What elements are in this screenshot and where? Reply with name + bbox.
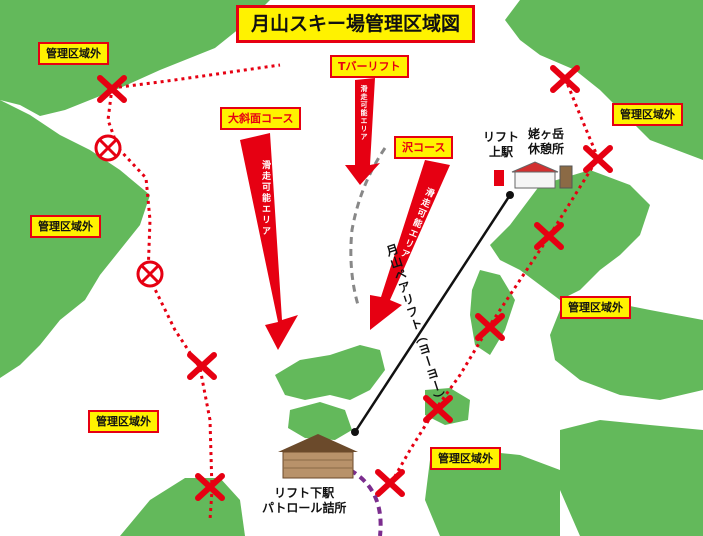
circle-markers — [94, 134, 164, 288]
rest-house-line1: 姥ヶ岳 — [528, 127, 565, 141]
label-t-bar-lift: Tバーリフト — [330, 55, 409, 78]
label-lift-bottom-station: リフト下駅 パトロール詰所 — [262, 486, 346, 516]
terrain-center-2 — [288, 402, 352, 440]
circle-x-marker — [136, 260, 164, 288]
x-marker — [423, 395, 453, 423]
map-title: 月山スキー場管理区域図 — [236, 5, 476, 43]
terrain-left — [0, 100, 150, 378]
terrain-bottom-left — [120, 478, 245, 536]
boundary-left — [106, 87, 214, 521]
x-marker — [475, 313, 505, 341]
label-out-of-bounds-bottom-right: 管理区域外 — [430, 447, 501, 470]
lift-top-point — [506, 191, 514, 199]
lift-line — [353, 194, 512, 433]
arrow-daishamen — [240, 133, 298, 350]
terrain-right-strip — [470, 270, 515, 355]
label-out-of-bounds-top-left: 管理区域外 — [38, 42, 109, 65]
lift-bottom-line1: リフト下駅 — [274, 486, 335, 500]
glide-area-t-bar: 滑走可能エリア — [360, 85, 368, 141]
terrain-left-strip — [0, 110, 35, 165]
course-arrows — [240, 78, 450, 350]
terrain-right-mid — [490, 170, 650, 300]
lift-top-line1: リフト — [483, 130, 520, 144]
label-out-of-bounds-right: 管理区域外 — [560, 296, 631, 319]
x-marker — [375, 469, 405, 497]
label-sawa-course: 沢コース — [394, 136, 454, 159]
glide-area-daishamen: 滑走可能エリア — [260, 160, 270, 237]
rest-house-icon — [511, 161, 573, 189]
label-out-of-bounds-left: 管理区域外 — [30, 215, 101, 238]
terrain-center-3 — [425, 388, 470, 425]
label-rest-house: 姥ヶ岳 休憩所 — [528, 127, 564, 157]
circle-x-marker — [94, 134, 122, 162]
terrain-bottom-right — [425, 450, 560, 536]
patrol-arc — [348, 468, 383, 536]
label-daishamen-course: 大斜面コース — [220, 107, 302, 130]
boundary-top-left — [111, 63, 281, 90]
label-out-of-bounds-top-right: 管理区域外 — [612, 103, 683, 126]
patrol-hut-icon — [278, 434, 358, 479]
lift-bottom-line2: パトロール詰所 — [262, 501, 347, 515]
boundary-markers — [97, 65, 613, 501]
terrain-center — [275, 345, 385, 400]
label-out-of-bounds-bottom-left: 管理区域外 — [88, 410, 159, 433]
rest-house-line2: 休憩所 — [528, 142, 565, 156]
arrow-sawa — [370, 160, 450, 330]
terrain-right-low — [550, 300, 703, 400]
x-marker — [583, 145, 613, 173]
label-lift-top-station: リフト 上駅 — [483, 130, 519, 160]
boundary-right — [388, 77, 600, 486]
terrain-left-top — [0, 0, 270, 116]
x-marker — [195, 473, 225, 501]
x-marker — [187, 352, 217, 380]
lift-bottom-point — [351, 428, 359, 436]
x-marker — [550, 65, 580, 93]
x-marker — [97, 75, 127, 103]
x-marker — [534, 222, 564, 250]
arrow-t-bar — [345, 78, 380, 185]
lift-top-line2: 上駅 — [489, 145, 514, 159]
lift-top-station — [494, 170, 504, 186]
terrain-bottom-right-2 — [560, 420, 703, 536]
